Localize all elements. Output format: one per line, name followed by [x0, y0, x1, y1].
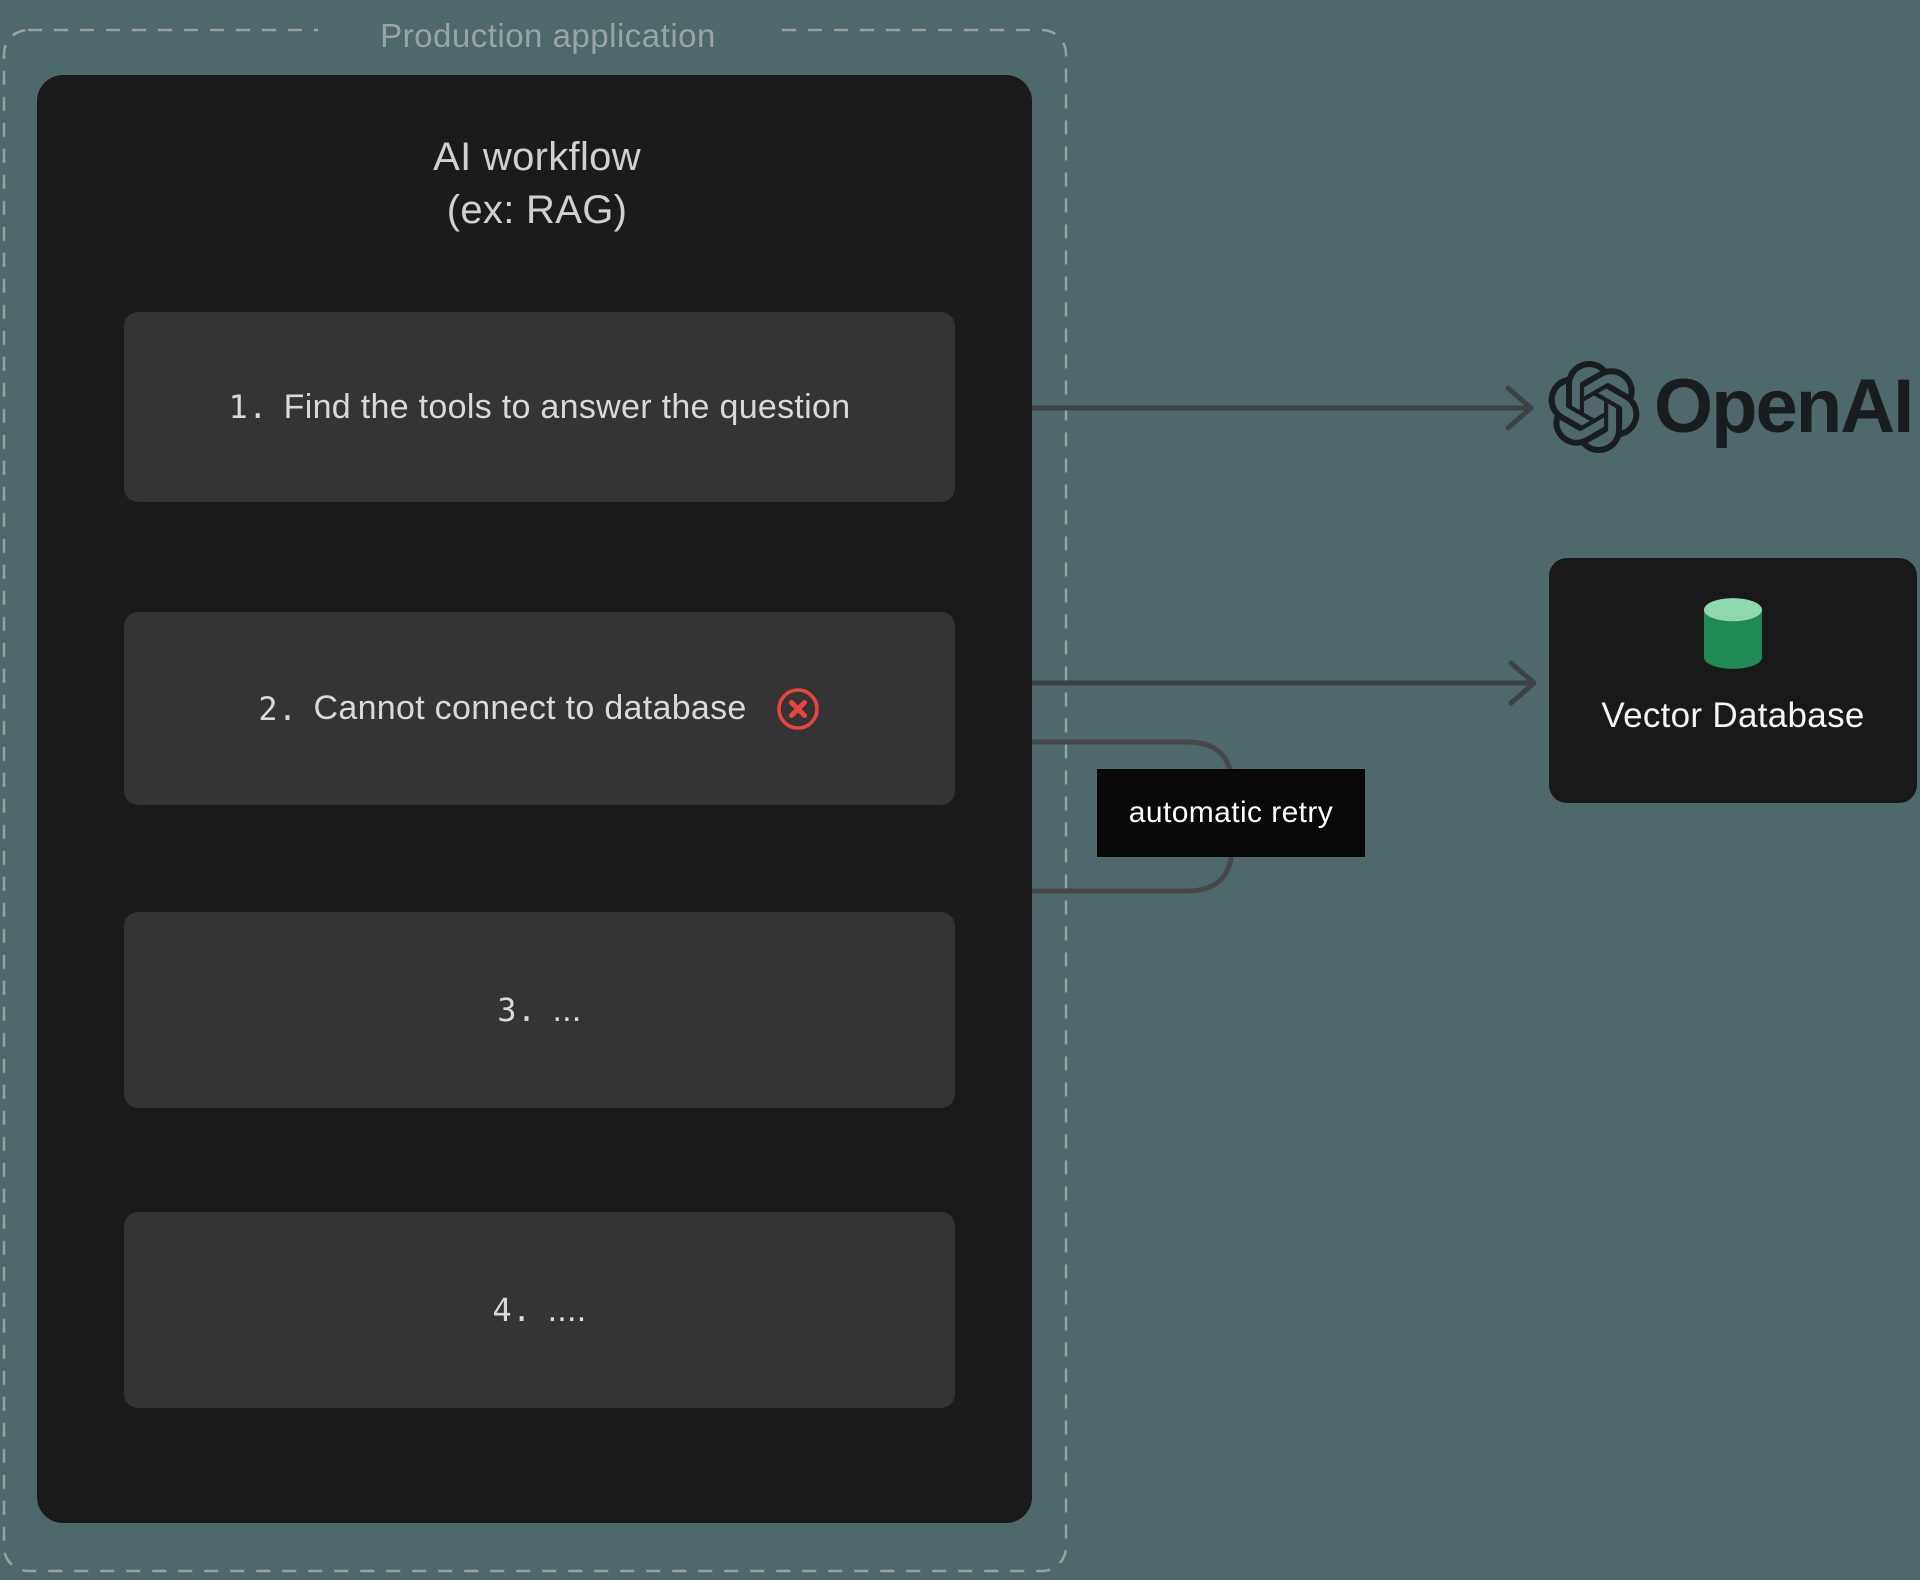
step-number: 3.: [497, 991, 537, 1029]
workflow-title-line1: AI workflow: [433, 135, 641, 179]
production-container-label: Production application: [318, 13, 778, 59]
arrow-step1-openai: [976, 385, 1534, 431]
workflow-step-2: 2. Cannot connect to database: [124, 612, 955, 805]
step-number: 2.: [258, 689, 298, 728]
workflow-step-4: 4. ....: [124, 1212, 955, 1408]
workflow-title: AI workflow (ex: RAG): [237, 131, 837, 237]
workflow-step-1: 1. Find the tools to answer the question: [124, 312, 955, 502]
openai-flower-icon: [1548, 361, 1640, 453]
step-number: 1.: [228, 388, 268, 426]
step-label: Cannot connect to database: [313, 689, 747, 727]
automatic-retry-label: automatic retry: [1097, 769, 1365, 857]
vector-database-card: Vector Database: [1549, 558, 1917, 803]
workflow-step-3: 3. ...: [124, 912, 955, 1108]
arrow-step2-vector-database: [976, 660, 1537, 706]
step-label: ....: [547, 1290, 587, 1329]
vector-database-label: Vector Database: [1601, 696, 1865, 735]
step-label: Find the tools to answer the question: [283, 387, 851, 426]
workflow-title-line2: (ex: RAG): [446, 188, 628, 232]
openai-wordmark: OpenAI: [1654, 364, 1914, 449]
step-label: ...: [552, 990, 582, 1029]
error-circle-x-icon: [776, 687, 819, 730]
step-number: 4.: [492, 1291, 532, 1329]
database-cylinder-icon: [1703, 598, 1763, 669]
openai-logo: OpenAI: [1548, 361, 1914, 453]
